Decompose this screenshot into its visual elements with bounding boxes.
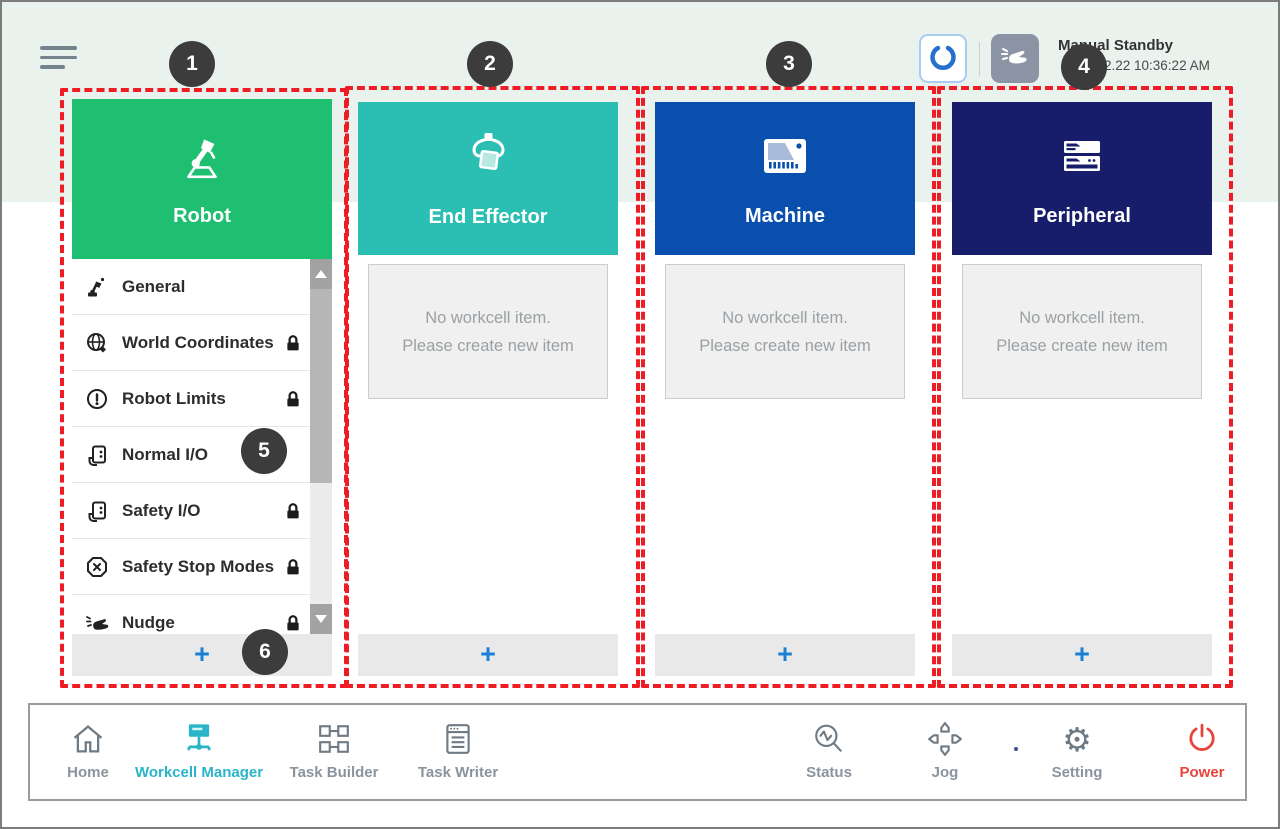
empty-state-line2: Please create new item <box>699 336 871 355</box>
menu-button[interactable] <box>40 46 80 72</box>
robot-column-title: Robot <box>173 205 231 227</box>
robot-icon <box>175 130 229 187</box>
empty-state-line2: Please create new item <box>402 336 574 355</box>
end-effector-icon <box>462 129 514 188</box>
robot-posture-button[interactable] <box>919 34 967 83</box>
menu-item-label: Safety Stop Modes <box>122 556 275 576</box>
nav-item-setting[interactable]: ⚙ Setting <box>1002 715 1152 782</box>
empty-state-line1: No workcell item. <box>1019 308 1145 327</box>
machine-column-header[interactable]: Machine <box>655 102 915 255</box>
robot-menu-item-general[interactable]: General <box>72 259 310 315</box>
power-icon <box>1127 715 1277 763</box>
empty-state: No workcell item. Please create new item <box>665 264 905 399</box>
empty-state-line1: No workcell item. <box>425 308 551 327</box>
lock-icon <box>284 390 302 408</box>
robot-column: Robot General <box>72 99 332 676</box>
status-icon <box>754 715 904 763</box>
callout-2: 2 <box>467 41 513 87</box>
callout-1: 1 <box>169 41 215 87</box>
end-effector-column-title: End Effector <box>428 205 548 228</box>
menu-item-label: Normal I/O <box>122 444 208 464</box>
callout-5: 5 <box>241 428 287 474</box>
peripheral-icon <box>1056 130 1108 187</box>
end-effector-column-header[interactable]: End Effector <box>358 102 618 255</box>
robot-limits-icon <box>82 386 112 412</box>
task-writer-icon <box>383 715 533 763</box>
nav-item-power[interactable]: Power <box>1127 715 1277 781</box>
nav-item-home[interactable]: Home <box>13 715 163 781</box>
home-icon <box>13 715 163 763</box>
nav-item-task-writer[interactable]: Task Writer <box>383 715 533 781</box>
machine-column: Machine No workcell item. Please create … <box>655 102 915 676</box>
robot-menu-item-safety-io[interactable]: Safety I/O <box>72 483 310 539</box>
manual-mode-button[interactable] <box>991 34 1039 83</box>
setting-icon: ⚙ <box>1062 720 1092 758</box>
scroll-down-button[interactable] <box>310 604 332 634</box>
robot-menu-item-world-coordinates[interactable]: World Coordinates <box>72 315 310 371</box>
menu-item-label: Robot Limits <box>122 388 226 408</box>
menu-item-label: World Coordinates <box>122 332 274 352</box>
callout-6: 6 <box>242 629 288 675</box>
nav-item-status[interactable]: Status <box>754 715 904 781</box>
peripheral-column-title: Peripheral <box>1033 204 1131 227</box>
robot-menu-item-robot-limits[interactable]: Robot Limits <box>72 371 310 427</box>
menu-item-label: Nudge <box>122 612 175 632</box>
add-robot-item-button[interactable]: + <box>72 634 332 676</box>
empty-state: No workcell item. Please create new item <box>368 264 608 399</box>
jog-icon <box>870 715 1020 763</box>
empty-state-line2: Please create new item <box>996 336 1168 355</box>
triangle-up-icon <box>315 270 327 278</box>
bottom-navigation-bar: Home Workcell Manager <box>28 703 1247 801</box>
add-end-effector-item-button[interactable]: + <box>358 634 618 676</box>
menu-item-label: Safety I/O <box>122 500 201 520</box>
callout-4: 4 <box>1061 44 1107 90</box>
scrollbar-thumb[interactable] <box>310 289 332 483</box>
robot-posture-icon <box>928 42 958 75</box>
empty-state-line1: No workcell item. <box>722 308 848 327</box>
robot-column-header[interactable]: Robot <box>72 99 332 259</box>
task-builder-icon <box>259 715 409 763</box>
menu-item-label: General <box>122 276 186 296</box>
peripheral-column-header[interactable]: Peripheral <box>952 102 1212 255</box>
lock-icon <box>284 558 302 576</box>
nudge-icon <box>82 610 112 635</box>
triangle-down-icon <box>315 615 327 623</box>
machine-icon <box>759 130 811 187</box>
machine-column-title: Machine <box>744 204 826 227</box>
lock-icon <box>284 614 302 632</box>
add-peripheral-item-button[interactable]: + <box>952 634 1212 676</box>
end-effector-column: End Effector No workcell item. Please cr… <box>358 102 618 676</box>
scroll-up-button[interactable] <box>310 259 332 289</box>
topbar-divider <box>979 42 980 76</box>
empty-state: No workcell item. Please create new item <box>962 264 1202 399</box>
robot-menu-item-safety-stop-modes[interactable]: Safety Stop Modes <box>72 539 310 595</box>
world-coordinates-icon <box>82 330 112 356</box>
peripheral-column: Peripheral No workcell item. Please crea… <box>952 102 1212 676</box>
robot-menu-item-normal-io[interactable]: Normal I/O <box>72 427 310 483</box>
nav-item-task-builder[interactable]: Task Builder <box>259 715 409 781</box>
status-timestamp: 2.22 10:36:22 AM <box>1104 58 1210 73</box>
nav-item-workcell-manager[interactable]: Workcell Manager <box>124 715 274 781</box>
general-icon <box>82 274 112 300</box>
callout-3: 3 <box>766 41 812 87</box>
robot-menu-item-nudge[interactable]: Nudge <box>72 595 310 634</box>
io-icon <box>82 442 112 468</box>
scrollbar <box>310 259 332 634</box>
lock-icon <box>284 334 302 352</box>
stray-dot <box>1014 747 1018 751</box>
stop-modes-icon <box>82 554 112 580</box>
manual-hand-icon <box>999 41 1031 76</box>
workcell-manager-icon <box>124 715 274 763</box>
io-icon <box>82 498 112 524</box>
lock-icon <box>284 502 302 520</box>
nav-item-jog[interactable]: Jog <box>870 715 1020 781</box>
add-machine-item-button[interactable]: + <box>655 634 915 676</box>
